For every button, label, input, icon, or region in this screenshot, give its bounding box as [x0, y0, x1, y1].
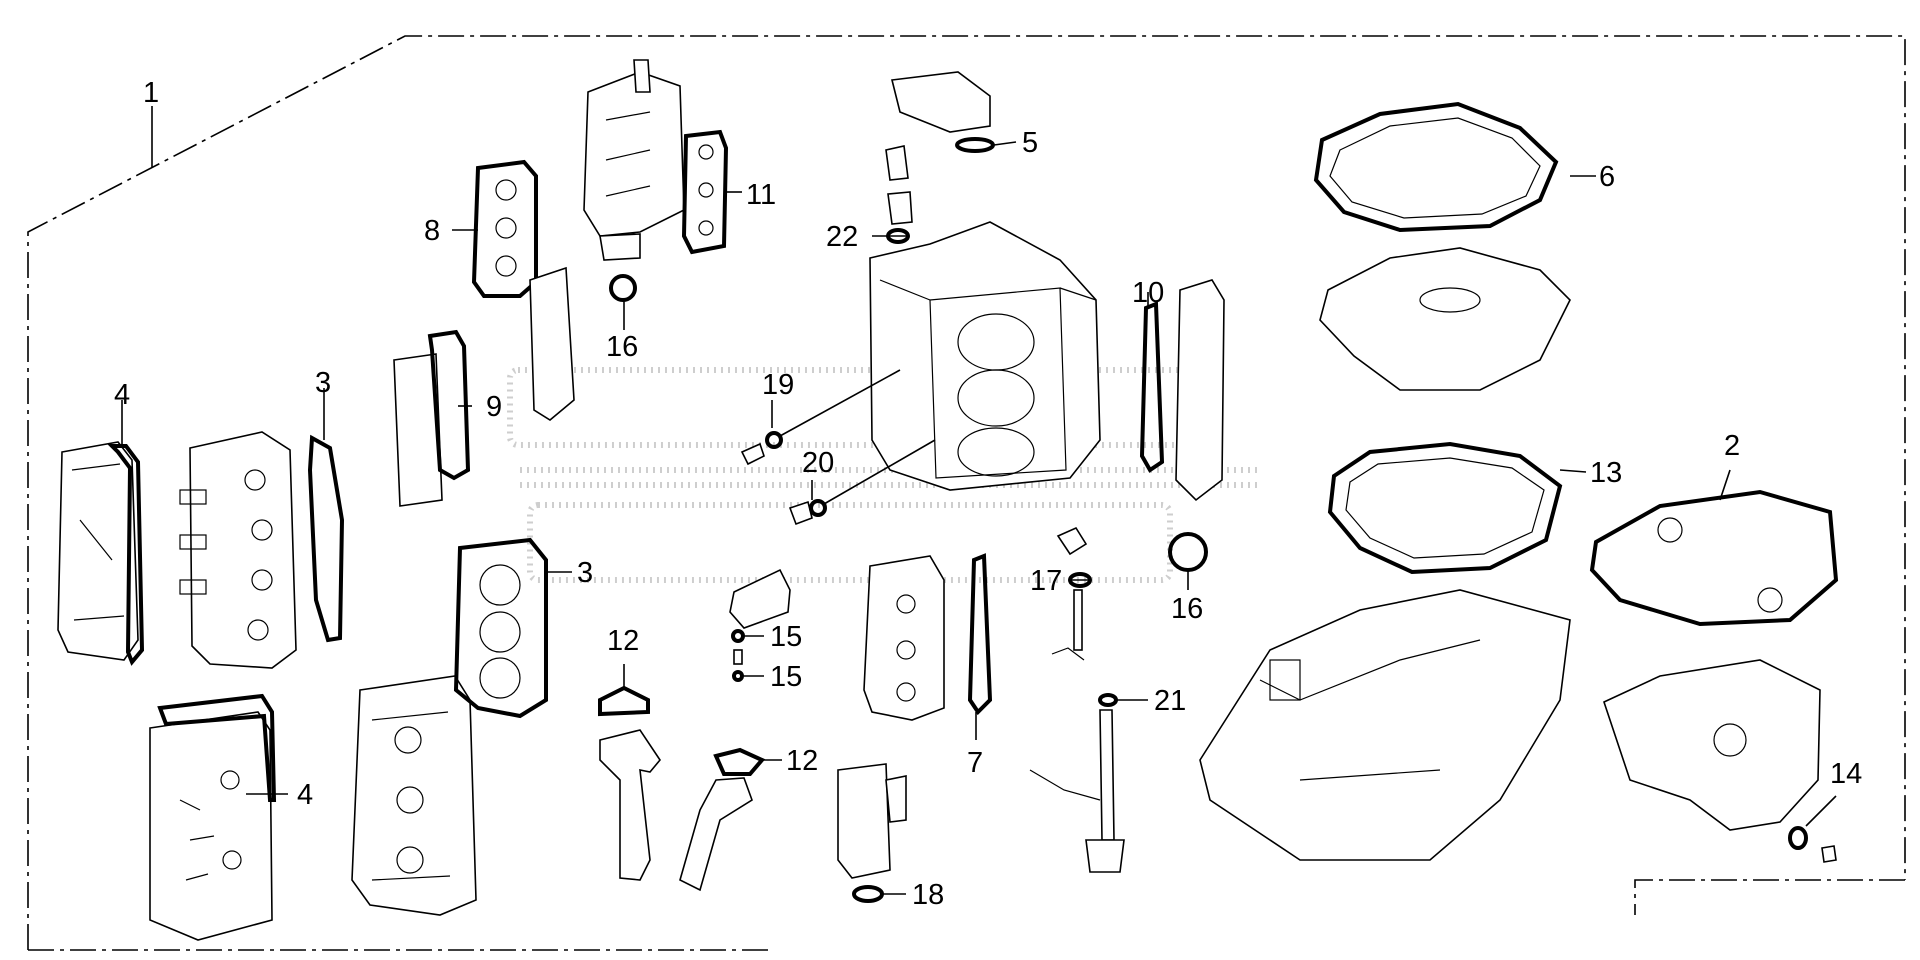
valve-cover-left-lower [149, 711, 273, 941]
callout-19: 19 [762, 369, 794, 401]
exhaust-plate-9 [393, 329, 471, 507]
callout-11: 11 [746, 179, 776, 211]
exhaust-cover-left [529, 266, 575, 421]
callout-6: 6 [1599, 161, 1615, 193]
callout-10: 10 [1132, 277, 1164, 309]
callout-12a: 12 [607, 625, 639, 657]
mount-plate [1319, 247, 1571, 391]
dowel-15 [733, 649, 743, 665]
o-ring-16a [609, 274, 637, 302]
o-ring-21 [1098, 693, 1118, 707]
cylinder-head-left-lower [351, 675, 477, 916]
callout-13: 13 [1590, 457, 1622, 489]
oil-pipe-right [679, 777, 753, 892]
callout-16b: 16 [1171, 593, 1203, 625]
thermostat-housing [885, 71, 991, 225]
valve-cover-left [57, 441, 139, 661]
callout-15b: 15 [770, 661, 802, 693]
callout-7: 7 [967, 747, 983, 779]
callout-18: 18 [912, 879, 944, 911]
gasket-12b [713, 747, 766, 776]
callout-5: 5 [1022, 127, 1038, 159]
head-cover-gasket-3a [307, 434, 345, 643]
o-ring-5 [955, 137, 995, 153]
callout-15a: 15 [770, 621, 802, 653]
gasket-6 [1313, 101, 1559, 233]
group-frame [27, 35, 1906, 950]
callout-16a: 16 [606, 331, 638, 363]
callout-8: 8 [424, 215, 440, 247]
callout-14: 14 [1830, 758, 1862, 790]
callout-12b: 12 [786, 745, 818, 777]
gasket-7 [967, 553, 993, 716]
plug-20 [788, 439, 936, 526]
drain-plug-14 [1788, 826, 1837, 863]
callout-17: 17 [1030, 565, 1062, 597]
oil-filter-unit [837, 763, 907, 879]
cylinder-head-left-upper [179, 431, 297, 669]
gasket-13 [1327, 441, 1563, 575]
leader-lines [121, 106, 1837, 895]
callouts: 1 2 3 3 4 4 5 6 7 8 9 10 11 12 12 13 14 … [114, 77, 1862, 911]
callout-4a: 4 [114, 379, 130, 411]
callout-22: 22 [826, 221, 858, 253]
o-ring-15b [732, 670, 744, 682]
callout-4b: 4 [297, 779, 313, 811]
gasket-2 [1589, 489, 1839, 627]
callout-9: 9 [486, 391, 502, 423]
cylinder-block [869, 221, 1101, 491]
intake-manifold [583, 59, 685, 261]
exhaust-cover-right [863, 555, 945, 721]
callout-21: 21 [1154, 685, 1186, 717]
callout-2: 2 [1724, 430, 1740, 462]
sub-frame-bottom-right [1634, 879, 1905, 915]
callout-1: 1 [143, 77, 159, 109]
intake-manifold-gasket-8 [471, 159, 538, 298]
valve-cover-gasket-lower [157, 693, 277, 802]
intake-gasket-11 [681, 129, 729, 255]
o-ring-15a [731, 629, 745, 643]
gasket-10 [1139, 301, 1165, 473]
oil-pan-large [1199, 589, 1571, 861]
dipstick-tube [1029, 709, 1125, 873]
sensor-19 [740, 369, 901, 466]
oil-pipe-left [599, 729, 661, 881]
o-ring-16b [1168, 532, 1208, 572]
o-ring-18 [852, 885, 884, 903]
cylinder-head-gasket-3b [453, 537, 548, 719]
callout-20: 20 [802, 447, 834, 479]
exhaust-cover-right-upper [1175, 279, 1225, 502]
oil-pan-small [1603, 659, 1821, 831]
oil-pump-cover [729, 568, 791, 629]
gasket-12a [598, 685, 650, 717]
callout-3a: 3 [315, 367, 331, 399]
callout-3b: 3 [577, 557, 593, 589]
oil-pickup [1051, 526, 1088, 661]
valve-cover-gasket-upper [107, 444, 145, 666]
